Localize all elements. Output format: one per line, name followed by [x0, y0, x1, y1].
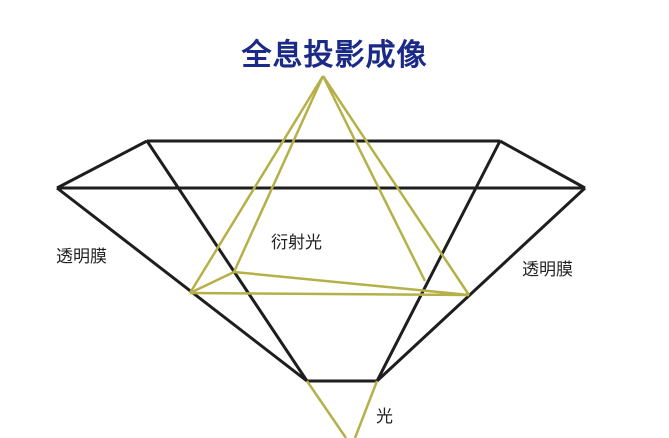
frame-right-top-edge: [499, 139, 586, 190]
frame-right-outer-edge: [375, 186, 587, 383]
label-film-right: 透明膜: [522, 260, 573, 280]
label-diffracted-light: 衍射光: [271, 233, 322, 253]
ray-apex-to-back-left: [232, 75, 325, 273]
ray-apex-to-right: [321, 75, 471, 296]
frame-left-outer-edge: [56, 186, 308, 383]
frame-left-inner-edge: [145, 140, 309, 382]
diagram-title: 全息投影成像: [241, 38, 428, 73]
ray-incoming-right: [353, 380, 379, 438]
label-film-left: 透明膜: [56, 247, 107, 267]
ray-apex-to-back-right: [321, 75, 427, 282]
ray-apex-to-left: [188, 75, 325, 294]
ray-base-left: [189, 270, 235, 295]
label-light: 光: [376, 407, 393, 427]
pyramid-frame: [56, 139, 587, 383]
ray-base-front: [189, 291, 470, 297]
ray-incoming-left: [305, 380, 348, 438]
frame-right-inner-edge: [375, 140, 502, 382]
light-rays: [188, 75, 471, 438]
frame-left-top-edge: [56, 139, 148, 190]
ray-base-back: [233, 270, 470, 297]
